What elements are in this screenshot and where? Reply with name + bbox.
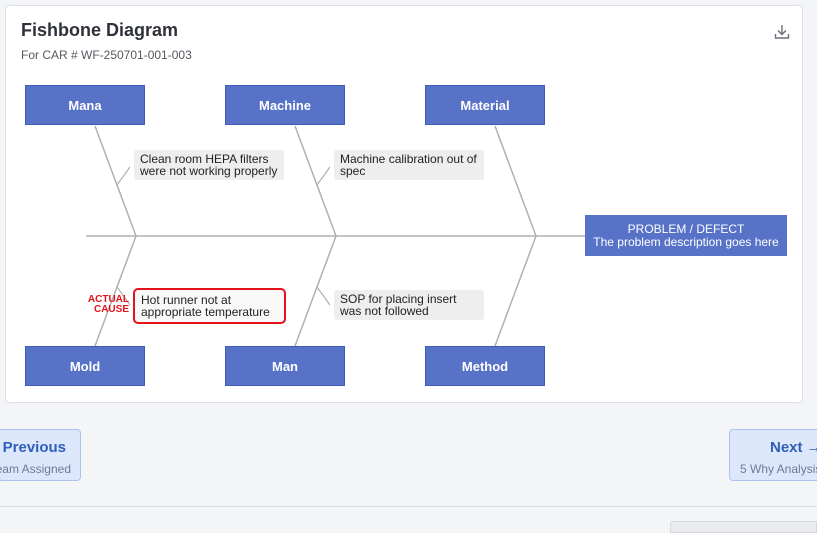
bone-mold (94, 235, 137, 347)
category-material[interactable]: Material (425, 85, 545, 125)
sub-bone-machine (316, 166, 331, 186)
next-label: Next → (770, 439, 817, 456)
download-icon[interactable] (772, 22, 792, 42)
category-machine[interactable]: Machine (225, 85, 345, 125)
fishbone-lines (86, 125, 585, 347)
card-subtitle: For CAR # WF-250701-001-003 (21, 48, 192, 62)
bone-man (294, 235, 337, 347)
problem-heading: PROBLEM / DEFECT (627, 221, 745, 236)
cause-man[interactable]: SOP for placing insert was not followed (334, 290, 484, 320)
fishbone-card (5, 5, 803, 403)
bone-method (494, 235, 537, 347)
bone-material (494, 125, 537, 237)
next-sublabel: 5 Why Analysis (740, 462, 817, 476)
previous-label: ← Previous (0, 439, 66, 456)
sub-bone-man (316, 286, 331, 306)
card-title: Fishbone Diagram (21, 20, 179, 40)
cause-machine[interactable]: Machine calibration out of spec (334, 150, 484, 180)
actual-cause-label: ACTUAL CAUSE (87, 294, 129, 315)
sub-bone-mold (116, 286, 131, 306)
bone-machine (294, 125, 337, 237)
cause-mold-actual[interactable]: Hot runner not at appropriate temperatur… (133, 288, 286, 324)
previous-sublabel: Team Assigned (0, 462, 71, 476)
next-button[interactable]: Next → 5 Why Analysis (729, 429, 817, 481)
sub-bone-mana (116, 166, 131, 186)
category-mold[interactable]: Mold (25, 346, 145, 386)
category-mana[interactable]: Mana (25, 85, 145, 125)
previous-button[interactable]: ← Previous Team Assigned (0, 429, 81, 481)
category-method[interactable]: Method (425, 346, 545, 386)
cause-mana[interactable]: Clean room HEPA filters were not working… (134, 150, 284, 180)
footer-divider (0, 506, 817, 507)
category-man[interactable]: Man (225, 346, 345, 386)
problem-box[interactable]: PROBLEM / DEFECT The problem description… (585, 215, 787, 256)
bone-mana (94, 125, 137, 237)
problem-description: The problem description goes here (593, 234, 779, 249)
footer-panel (670, 521, 817, 533)
